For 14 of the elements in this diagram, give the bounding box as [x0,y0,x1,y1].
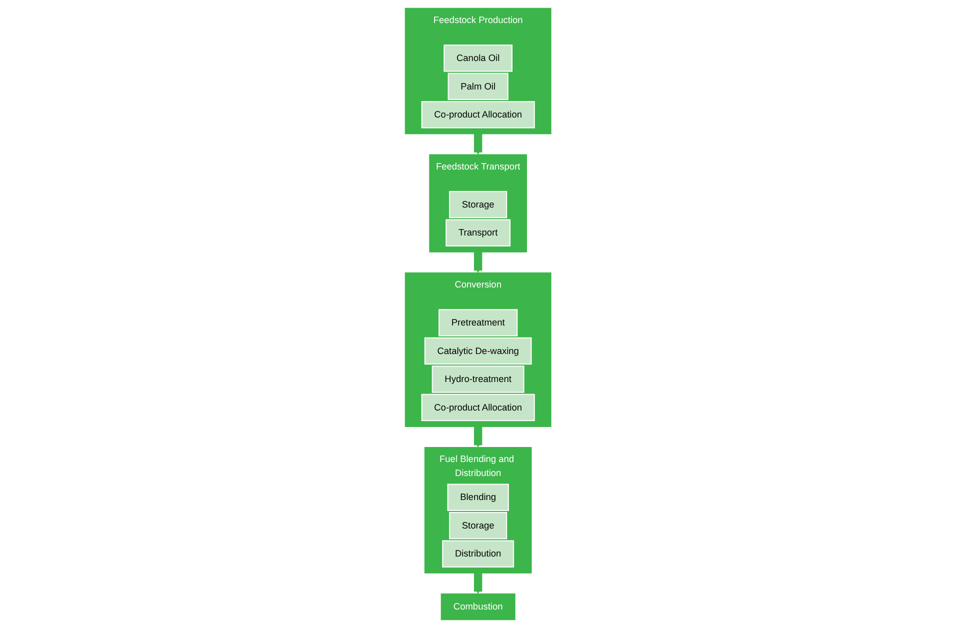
node-box: Canola Oil [444,44,513,72]
node-box: Blending [448,484,510,511]
arrow [474,132,483,156]
node-box: Storage [449,512,508,540]
node-box: Storage [449,190,508,218]
node-box: Hydro-treatment [432,366,525,393]
node-box: Catalytic De-waxing [424,337,532,365]
node-box: Combustion [441,593,516,620]
node-box: Distribution [442,540,514,568]
node-box: Co-product Allocation [422,394,536,422]
node-box: Pretreatment [438,309,518,336]
node-box: Transport [446,219,511,246]
node-box: Palm Oil [448,72,509,100]
node-box: Co-product Allocation [422,101,536,128]
